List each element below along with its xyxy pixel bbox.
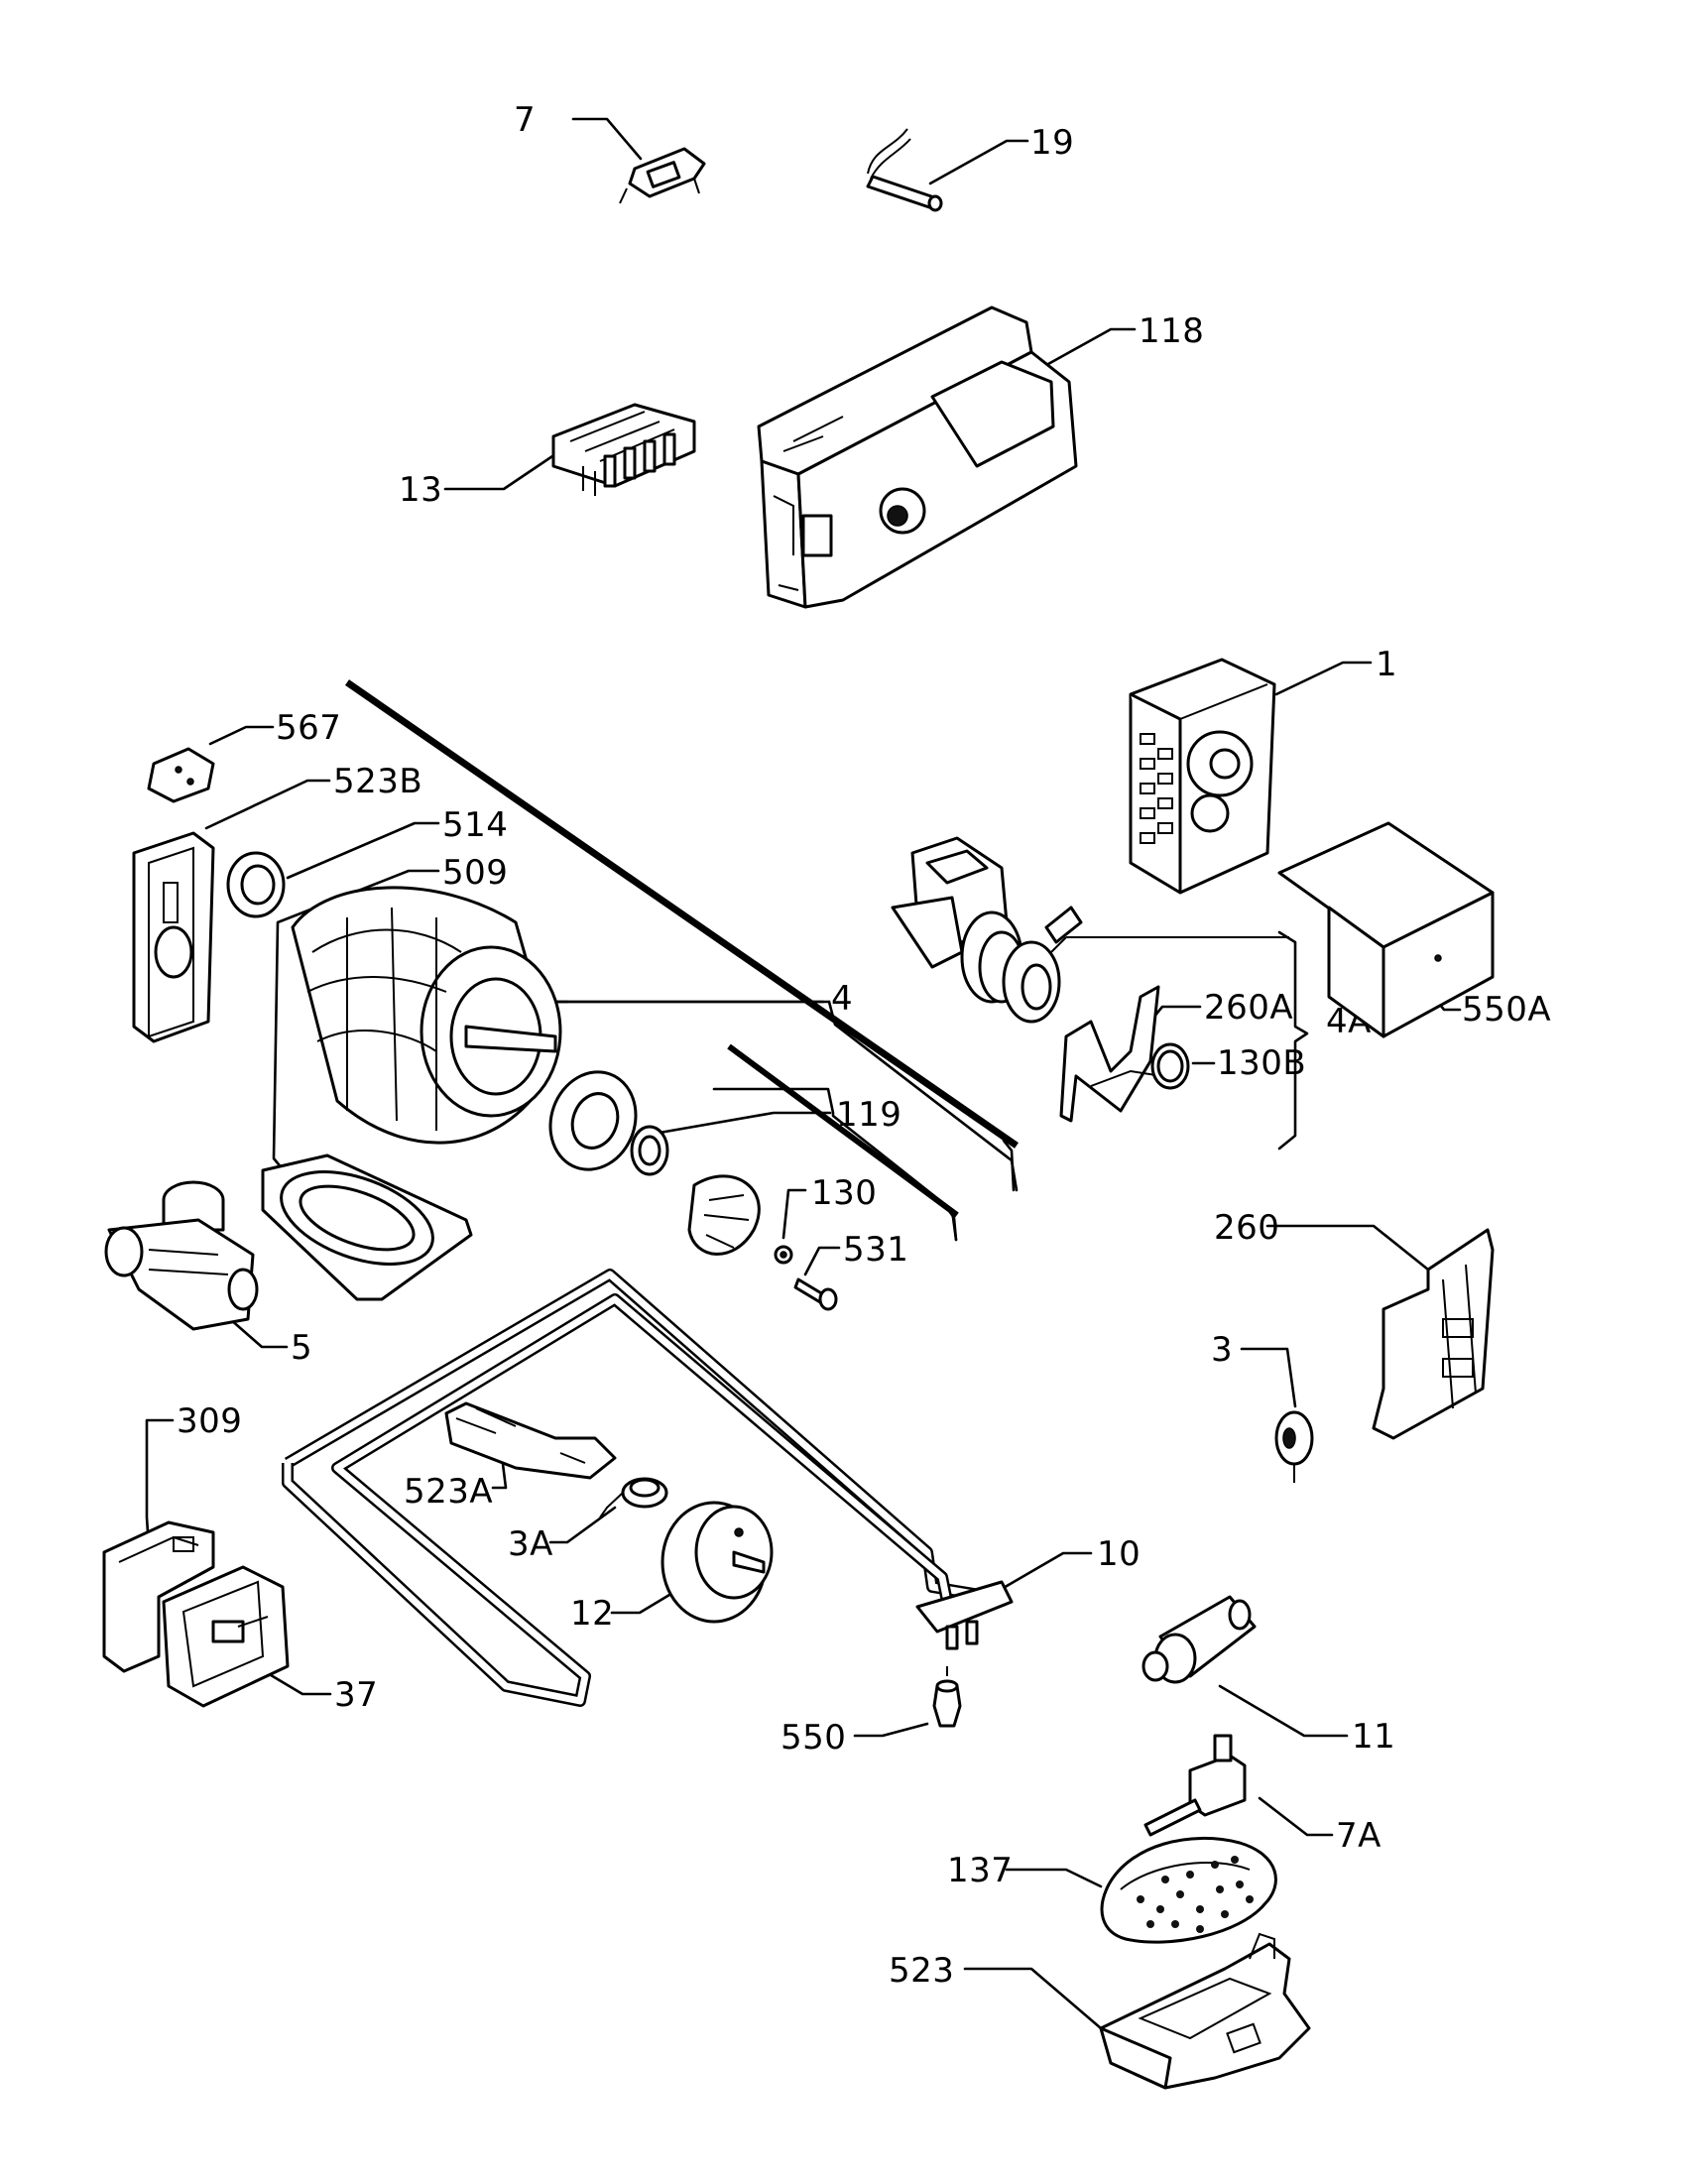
label-130: 130	[811, 1173, 877, 1213]
label-12: 12	[570, 1594, 614, 1634]
part-514-bearing	[226, 851, 286, 918]
label-523B: 523B	[333, 762, 422, 801]
label-309: 309	[177, 1401, 242, 1441]
label-523A: 523A	[404, 1472, 493, 1512]
label-11: 11	[1352, 1717, 1395, 1757]
label-260A: 260A	[1204, 988, 1293, 1028]
label-550A: 550A	[1462, 990, 1551, 1030]
part-11-fan-motor	[1141, 1595, 1257, 1684]
part-509-motor	[291, 886, 562, 1145]
label-260: 260	[1214, 1208, 1279, 1248]
part-3A-thermostat	[599, 1477, 668, 1518]
assembly-4-bracket-line	[345, 679, 1019, 1149]
part-5-pump	[104, 1180, 259, 1331]
label-1: 1	[1376, 645, 1397, 684]
label-509: 509	[442, 853, 508, 893]
part-523A-plate	[444, 1401, 617, 1480]
part-1-timer	[1129, 658, 1276, 895]
label-523: 523	[889, 1951, 954, 1991]
label-119: 119	[836, 1095, 901, 1135]
label-130B: 130B	[1217, 1043, 1306, 1083]
part-309-housing	[102, 1520, 215, 1673]
part-260A-bracket	[1059, 985, 1163, 1123]
label-567: 567	[276, 708, 341, 748]
label-3A: 3A	[508, 1524, 553, 1564]
leader-lines	[145, 117, 1462, 2030]
label-37: 37	[334, 1675, 378, 1715]
label-5: 5	[291, 1328, 312, 1368]
part-12-small-motor	[661, 1501, 774, 1624]
label-514: 514	[442, 805, 508, 845]
label-10: 10	[1097, 1534, 1141, 1574]
label-531: 531	[843, 1230, 908, 1270]
part-7-switch	[619, 147, 706, 204]
part-260-bracket	[1372, 1228, 1495, 1440]
label-118: 118	[1139, 311, 1204, 351]
part-137-filter	[1100, 1836, 1277, 1944]
part-119-seal-group	[548, 1070, 793, 1265]
part-19-sensor	[866, 128, 943, 212]
part-37-control-module	[162, 1565, 290, 1708]
label-19: 19	[1030, 123, 1074, 163]
label-7A: 7A	[1336, 1816, 1382, 1856]
label-7: 7	[514, 100, 536, 140]
part-523-sump	[1099, 1932, 1311, 2090]
part-531-screw	[793, 1277, 838, 1311]
label-550: 550	[781, 1718, 846, 1758]
part-10-heating-element	[282, 1269, 1014, 1707]
part-130B-ring	[1150, 1042, 1190, 1090]
label-137: 137	[947, 1851, 1013, 1890]
part-7A-microswitch	[1143, 1734, 1247, 1837]
part-3-thermostat	[1274, 1410, 1314, 1483]
part-550-nozzle	[932, 1666, 962, 1728]
part-13-terminal-block	[551, 403, 696, 496]
part-118-dispenser	[757, 305, 1078, 609]
assembly-119-bracket-line	[727, 1043, 959, 1218]
part-motor-mount	[261, 1153, 473, 1301]
group-brackets	[345, 679, 1309, 1242]
part-550A-box	[1277, 821, 1495, 1038]
label-13: 13	[399, 470, 442, 510]
part-567-plate	[147, 747, 215, 803]
label-3: 3	[1211, 1330, 1233, 1370]
label-4: 4	[831, 979, 853, 1019]
part-523B-cover	[132, 831, 215, 1043]
part-4A-valve	[891, 836, 1289, 1024]
